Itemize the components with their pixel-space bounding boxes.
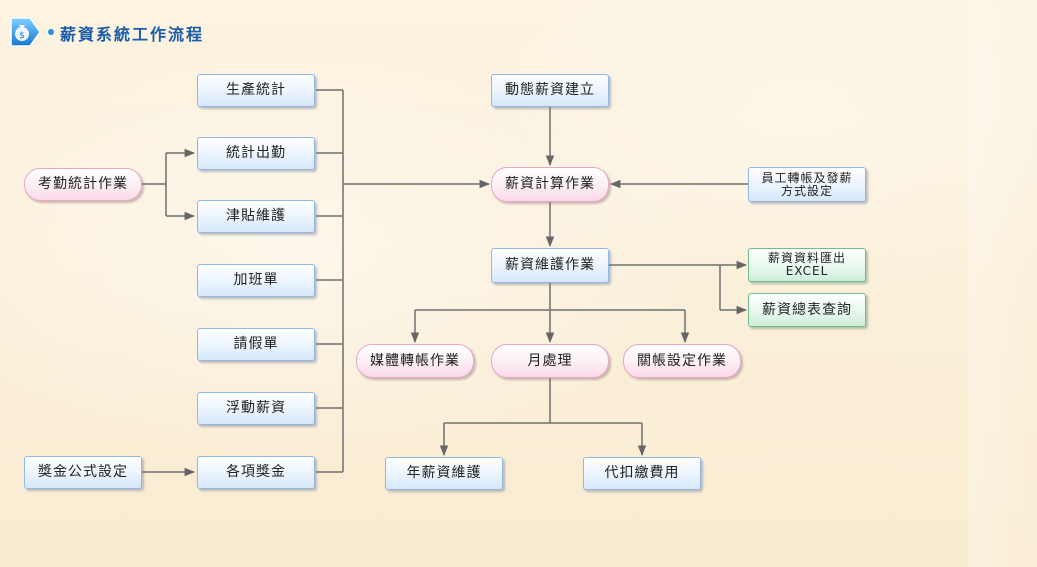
transfer-setup-line2: 方式設定 xyxy=(780,183,833,198)
node-salary-calc[interactable]: 薪資計算作業 xyxy=(491,167,609,202)
node-transfer-setup[interactable]: 員工轉帳及發薪 方式設定 xyxy=(748,167,866,202)
node-overtime-form[interactable]: 加班單 xyxy=(197,264,315,297)
page-title: 薪資系統工作流程 xyxy=(60,25,205,44)
node-close-setup[interactable]: 關帳設定作業 xyxy=(623,344,741,378)
node-bonus-formula[interactable]: 獎金公式設定 xyxy=(24,456,142,489)
node-withholding[interactable]: 代扣繳費用 xyxy=(583,457,701,490)
node-monthly[interactable]: 月處理 xyxy=(491,344,609,378)
transfer-setup-line1: 員工轉帳及發薪 xyxy=(761,170,853,185)
node-bonus-items[interactable]: 各項獎金 xyxy=(197,456,315,489)
node-media-transfer[interactable]: 媒體轉帳作業 xyxy=(356,344,474,378)
node-leave-form[interactable]: 請假單 xyxy=(197,328,315,361)
money-bag-icon: $ xyxy=(10,17,41,47)
node-attendance-job[interactable]: 考勤統計作業 xyxy=(24,168,142,201)
node-salary-maint[interactable]: 薪資維護作業 xyxy=(491,248,609,283)
node-summary-query[interactable]: 薪資總表查詢 xyxy=(748,293,866,327)
node-annual-maint[interactable]: 年薪資維護 xyxy=(385,457,503,490)
node-attendance-stats[interactable]: 統計出勤 xyxy=(197,137,315,170)
export-line2: EXCEL xyxy=(785,264,829,278)
background-band xyxy=(968,0,1037,567)
node-production-stats[interactable]: 生產統計 xyxy=(197,74,315,107)
export-line1: 薪資資料匯出 xyxy=(767,251,846,266)
node-excel-export[interactable]: 薪資資料匯出 EXCEL xyxy=(748,248,866,282)
node-floating-salary[interactable]: 浮動薪資 xyxy=(197,392,315,425)
node-dynamic-salary[interactable]: 動態薪資建立 xyxy=(491,74,609,107)
title-bullet xyxy=(48,29,54,35)
node-allowance-maint[interactable]: 津貼維護 xyxy=(197,200,315,233)
svg-text:$: $ xyxy=(19,31,25,41)
